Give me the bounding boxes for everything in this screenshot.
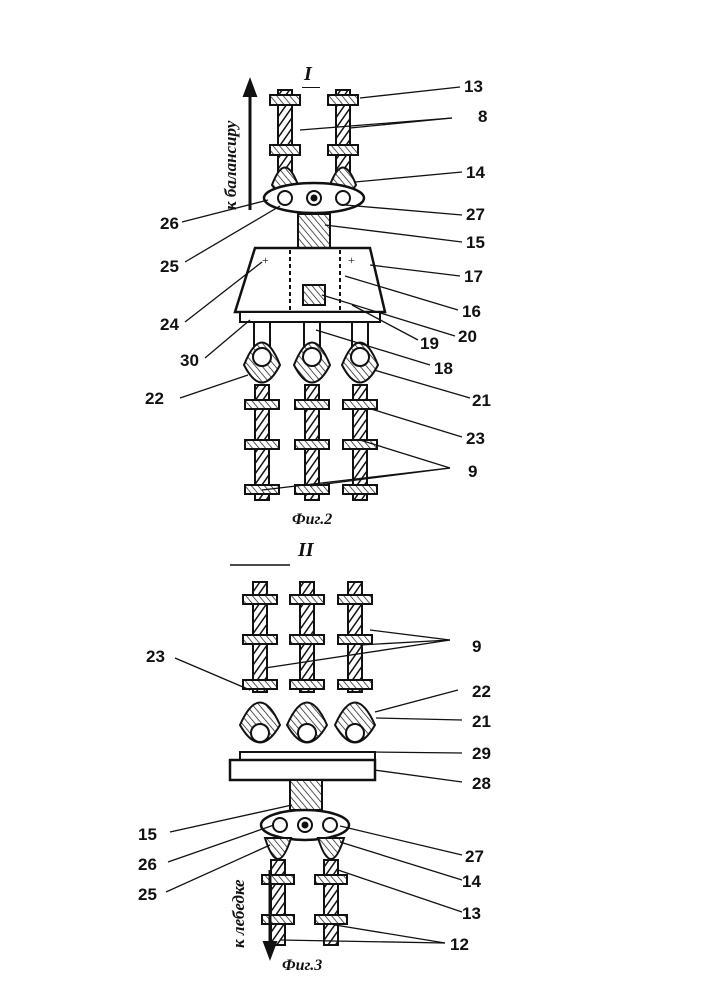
label-28: 28	[472, 775, 491, 792]
direction-label-winch: к лебедке	[230, 879, 247, 948]
label-23: 23	[146, 648, 165, 665]
figure-3-caption: Фиг.3	[282, 958, 322, 974]
label-27: 27	[466, 206, 485, 223]
label-29: 29	[472, 745, 491, 762]
svg-text:+: +	[262, 253, 269, 267]
figure-3	[166, 565, 462, 958]
label-24: 24	[160, 316, 179, 333]
label-15: 15	[138, 826, 157, 843]
label-30: 30	[180, 352, 199, 369]
label-27: 27	[465, 848, 484, 865]
label-25: 25	[138, 886, 157, 903]
label-20: 20	[458, 328, 477, 345]
label-16: 16	[462, 303, 481, 320]
figure-3-roman-numeral: II	[298, 540, 314, 560]
label-14: 14	[462, 873, 481, 890]
label-14: 14	[466, 164, 485, 181]
label-22: 22	[472, 683, 491, 700]
label-13: 13	[462, 905, 481, 922]
label-22: 22	[145, 390, 164, 407]
label-23: 23	[466, 430, 485, 447]
label-21: 21	[472, 713, 491, 730]
figure-2-roman-numeral: I	[304, 64, 312, 84]
figure-2-caption: Фиг.2	[292, 512, 332, 528]
label-25: 25	[160, 258, 179, 275]
label-13: 13	[464, 78, 483, 95]
title-underline	[302, 87, 320, 88]
label-9: 9	[468, 463, 477, 480]
label-15: 15	[466, 234, 485, 251]
label-8: 8	[478, 108, 487, 125]
label-19: 19	[420, 335, 439, 352]
label-21: 21	[472, 392, 491, 409]
label-17: 17	[464, 268, 483, 285]
label-26: 26	[160, 215, 179, 232]
label-26: 26	[138, 856, 157, 873]
svg-text:+: +	[348, 253, 355, 267]
direction-label-balancer: к балансиру	[222, 121, 239, 210]
label-9: 9	[472, 638, 481, 655]
label-18: 18	[434, 360, 453, 377]
label-12: 12	[450, 936, 469, 953]
